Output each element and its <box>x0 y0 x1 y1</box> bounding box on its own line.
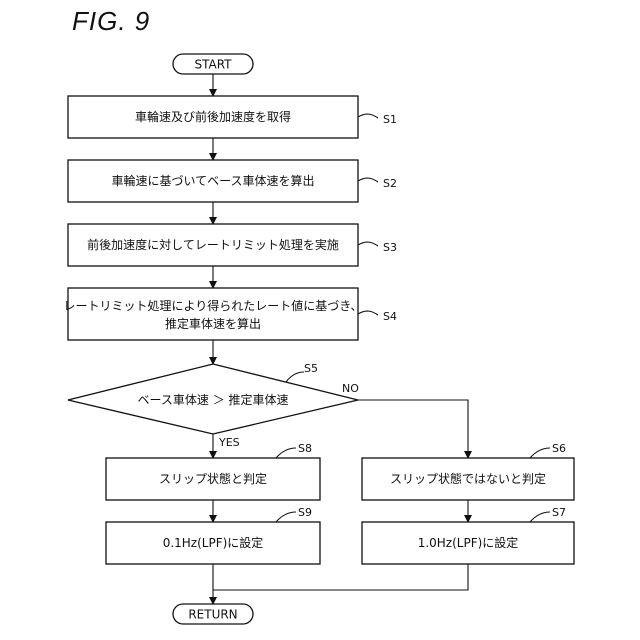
process-s1: 車輪速及び前後加速度を取得 S1 <box>68 96 397 138</box>
process-s8-text: スリップ状態と判定 <box>159 471 267 486</box>
process-s1-text: 車輪速及び前後加速度を取得 <box>135 109 291 124</box>
step-label-s7: S7 <box>552 506 566 519</box>
leader-s1 <box>358 114 378 118</box>
step-label-s2: S2 <box>383 177 397 190</box>
step-label-s6: S6 <box>552 442 566 455</box>
leader-s3 <box>358 242 378 246</box>
leader-s7 <box>530 512 550 522</box>
arrow-s5-s6-no <box>358 400 468 458</box>
branch-label-yes: YES <box>218 436 240 449</box>
start-terminal: START <box>173 54 253 74</box>
process-s2-text: 車輪速に基づいてベース車体速を算出 <box>111 173 314 188</box>
process-s6-text: スリップ状態ではないと判定 <box>390 471 546 486</box>
leader-s5 <box>286 372 304 382</box>
step-label-s9: S9 <box>298 506 312 519</box>
process-s3-text: 前後加速度に対してレートリミット処理を実施 <box>87 237 339 252</box>
process-s9-text: 0.1Hz(LPF)に設定 <box>163 535 264 550</box>
step-label-s4: S4 <box>383 310 397 323</box>
return-terminal: RETURN <box>173 604 253 624</box>
branch-label-no: NO <box>342 382 359 395</box>
return-label: RETURN <box>188 608 237 622</box>
merge-line-s7 <box>213 564 468 590</box>
step-label-s3: S3 <box>383 241 397 254</box>
process-s4-text-line1: レートリミット処理により得られたレート値に基づき、 <box>64 298 363 313</box>
process-s7-text: 1.0Hz(LPF)に設定 <box>418 535 519 550</box>
process-s4: レートリミット処理により得られたレート値に基づき、 推定車体速を算出 S4 <box>64 288 397 340</box>
step-label-s5: S5 <box>304 362 318 375</box>
process-s2: 車輪速に基づいてベース車体速を算出 S2 <box>68 160 397 202</box>
leader-s2 <box>358 178 378 182</box>
leader-s8 <box>276 448 296 458</box>
leader-s6 <box>530 448 550 458</box>
step-label-s8: S8 <box>298 442 312 455</box>
process-s3: 前後加速度に対してレートリミット処理を実施 S3 <box>68 224 397 266</box>
decision-s5: ベース車体速 ＞ 推定車体速 S5 NO YES <box>68 362 359 449</box>
start-label: START <box>194 58 232 72</box>
decision-s5-text: ベース車体速 ＞ 推定車体速 <box>137 392 288 407</box>
process-s4-text-line2: 推定車体速を算出 <box>165 316 261 331</box>
leader-s9 <box>276 512 296 522</box>
step-label-s1: S1 <box>383 113 397 126</box>
